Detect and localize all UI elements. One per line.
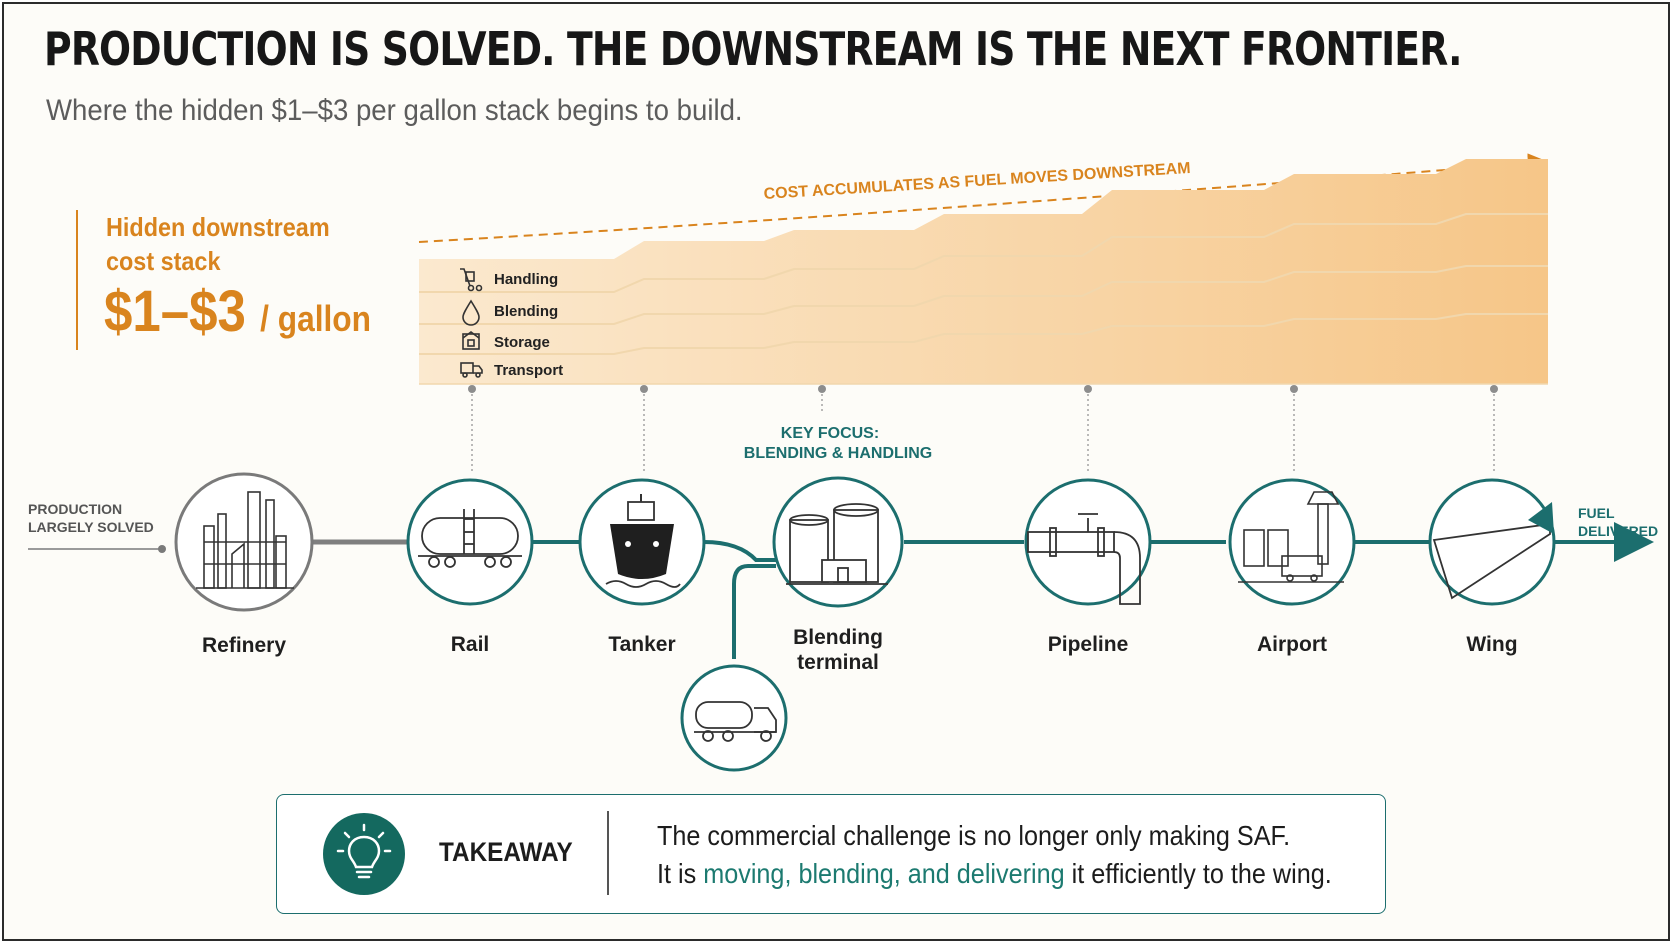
start-dot <box>158 545 166 553</box>
stage-airport: Airport <box>1228 478 1356 656</box>
lightbulb-glyph <box>336 823 392 879</box>
connector-dots <box>468 385 1498 393</box>
stage-label: Pipeline <box>1048 633 1129 656</box>
stage-label: Wing <box>1466 633 1517 656</box>
downstream-flow-line <box>532 522 1654 659</box>
page-title: PRODUCTION IS SOLVED. THE DOWNSTREAM IS … <box>44 22 1462 76</box>
truck-icon <box>460 362 483 378</box>
layer-transport: Transport <box>460 362 563 379</box>
takeaway-line1: The commercial challenge is no longer on… <box>657 820 1291 851</box>
stage-label-line2: terminal <box>797 651 879 674</box>
takeaway-label: TAKEAWAY <box>439 837 573 867</box>
storage-tanks-icon <box>786 503 888 585</box>
stage-refinery: Refinery <box>174 472 314 657</box>
stage-label: Blending <box>793 626 883 649</box>
callout-unit: / gallon <box>260 298 372 339</box>
stage-rail: Rail <box>406 478 534 656</box>
stage-label: Rail <box>451 633 490 656</box>
storage-icon <box>462 331 480 350</box>
stage-connectors <box>471 389 1495 472</box>
stage-pipeline: Pipeline <box>1024 478 1152 656</box>
callout-value: $1–$3 / gallon <box>104 279 372 344</box>
tank-truck-icon <box>694 701 777 742</box>
layer-label: Blending <box>494 303 558 320</box>
takeaway-highlight: moving, blending, and delivering <box>703 858 1065 889</box>
stage-blending-terminal: Blending terminal <box>772 476 904 674</box>
supply-chain-diagram: COST ACCUMULATES AS FUEL MOVES DOWNSTREA… <box>28 153 1658 772</box>
layer-label: Handling <box>494 271 558 288</box>
takeaway-text: The commercial challenge is no longer on… <box>657 817 1332 893</box>
layer-blending: Blending <box>462 299 558 326</box>
aircraft-wing-icon <box>1432 502 1554 600</box>
start-label-line1: PRODUCTION <box>28 501 122 517</box>
branch-truck-node <box>680 664 788 772</box>
layer-label: Storage <box>494 334 550 351</box>
cost-callout: Hidden downstream cost stack $1–$3 / gal… <box>76 210 408 350</box>
refinery-icon <box>196 491 294 589</box>
hand-truck-icon <box>460 268 483 292</box>
key-focus-label-line2: BLENDING & HANDLING <box>744 445 932 462</box>
takeaway-divider <box>607 811 609 895</box>
takeaway-line2: It is moving, blending, and delivering i… <box>657 858 1332 889</box>
lightbulb-icon <box>323 813 405 895</box>
end-label-line1: FUEL <box>1578 505 1615 521</box>
takeaway-box: TAKEAWAY The commercial challenge is no … <box>276 794 1386 914</box>
callout-label: Hidden downstream cost stack <box>106 212 330 276</box>
stage-tanker: Tanker <box>578 478 706 656</box>
key-focus-label-line1: KEY FOCUS: <box>781 425 879 442</box>
stage-label: Tanker <box>608 633 675 656</box>
layer-label: Transport <box>494 362 563 379</box>
tanker-ship-icon <box>605 494 681 588</box>
stage-label: Refinery <box>202 634 286 657</box>
page-subtitle: Where the hidden $1–$3 per gallon stack … <box>46 94 743 127</box>
layer-storage: Storage <box>462 331 550 351</box>
end-label-line2: DELIVERED <box>1578 523 1658 539</box>
droplet-icon <box>462 299 480 326</box>
pipeline-valve-icon <box>1027 513 1141 605</box>
stage-wing: Wing <box>1428 478 1556 656</box>
rail-tank-car-icon <box>418 509 522 568</box>
start-label-line2: LARGELY SOLVED <box>28 519 154 535</box>
stage-label: Airport <box>1257 633 1327 656</box>
layer-handling: Handling <box>460 268 558 292</box>
cost-stack-area <box>419 159 1548 385</box>
airport-tower-icon <box>1238 491 1344 583</box>
